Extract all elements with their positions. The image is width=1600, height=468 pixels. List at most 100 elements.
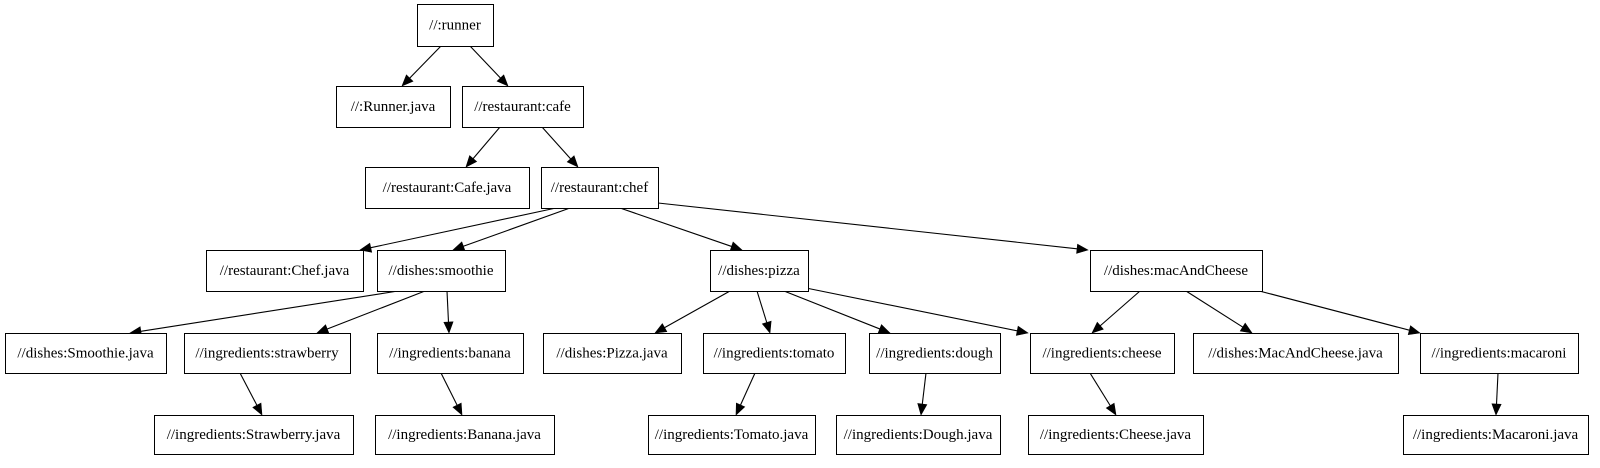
node-box xyxy=(5,333,167,374)
node-box xyxy=(462,86,584,128)
node-label: //:Runner.java xyxy=(351,99,436,115)
arrowhead-icon xyxy=(316,324,330,334)
edge-cheese-to-cheese_java xyxy=(1089,372,1117,416)
edge-line xyxy=(783,290,880,330)
edge-cafe-to-cafe_java xyxy=(465,126,501,168)
edge-line xyxy=(619,207,732,247)
graph-node-macaroni[interactable]: //ingredients:macaroni xyxy=(1420,333,1579,374)
node-box xyxy=(154,415,354,455)
edge-runner-to-cafe xyxy=(469,45,509,87)
edge-line xyxy=(463,207,571,247)
node-box xyxy=(1028,415,1204,455)
node-box xyxy=(1090,250,1263,292)
node-label: //dishes:Pizza.java xyxy=(556,345,668,361)
node-label: //restaurant:chef xyxy=(551,180,648,196)
graph-node-smoothie[interactable]: //dishes:smoothie xyxy=(377,250,506,292)
graph-node-banana_java[interactable]: //ingredients:Banana.java xyxy=(375,415,555,455)
arrowhead-icon xyxy=(1076,243,1089,254)
arrowhead-icon xyxy=(252,402,263,416)
node-box xyxy=(377,250,506,292)
graph-node-strawberry_java[interactable]: //ingredients:Strawberry.java xyxy=(154,415,354,455)
edge-strawberry-to-strawberry_java xyxy=(239,372,263,416)
graph-node-tomato_java[interactable]: //ingredients:Tomato.java xyxy=(648,415,816,455)
node-label: //ingredients:Cheese.java xyxy=(1040,427,1192,443)
node-box xyxy=(648,415,816,455)
graph-node-pizza_java[interactable]: //dishes:Pizza.java xyxy=(543,333,682,374)
arrowhead-icon xyxy=(443,321,454,334)
arrowhead-icon xyxy=(735,402,746,416)
arrowhead-icon xyxy=(877,324,891,334)
edge-line xyxy=(805,287,1018,332)
graph-node-strawberry[interactable]: //ingredients:strawberry xyxy=(184,333,351,374)
edge-line xyxy=(446,290,450,323)
graph-node-banana[interactable]: //ingredients:banana xyxy=(377,333,524,374)
arrowhead-icon xyxy=(1239,322,1253,334)
edge-line xyxy=(1089,372,1111,406)
node-box xyxy=(1030,333,1175,374)
arrowhead-icon xyxy=(917,403,928,416)
graph-node-dough_java[interactable]: //ingredients:Dough.java xyxy=(836,415,1001,455)
graph-node-chef[interactable]: //restaurant:chef xyxy=(541,167,659,209)
node-label: //ingredients:banana xyxy=(389,345,511,361)
edge-line xyxy=(1185,290,1244,328)
graph-node-cafe_java[interactable]: //restaurant:Cafe.java xyxy=(365,167,530,209)
node-label: //ingredients:Banana.java xyxy=(388,427,541,443)
graph-node-runner[interactable]: //:runner xyxy=(417,4,494,47)
edge-runner-to-runner_java xyxy=(401,45,442,87)
node-box xyxy=(1420,333,1579,374)
edge-line xyxy=(664,290,731,329)
node-label: //ingredients:macaroni xyxy=(1432,345,1567,361)
node-box xyxy=(184,333,351,374)
node-label: //ingredients:Dough.java xyxy=(844,427,993,443)
graph-node-mac_and_cheese[interactable]: //dishes:macAndCheese xyxy=(1090,250,1263,292)
edge-pizza-to-cheese xyxy=(805,287,1029,336)
arrowhead-icon xyxy=(359,242,373,253)
graph-node-runner_java[interactable]: //:Runner.java xyxy=(336,86,451,128)
edge-banana-to-banana_java xyxy=(440,372,463,416)
edge-line xyxy=(469,45,501,79)
graph-node-pizza[interactable]: //dishes:pizza xyxy=(710,250,809,292)
graph-node-dough[interactable]: //ingredients:dough xyxy=(869,333,1001,374)
edge-smoothie-to-banana xyxy=(443,290,454,334)
graph-node-macaroni_java[interactable]: //ingredients:Macaroni.java xyxy=(1403,415,1589,455)
edge-pizza-to-pizza_java xyxy=(654,290,731,334)
edge-pizza-to-dough xyxy=(783,290,891,334)
edge-chef-to-chef_java xyxy=(359,207,557,253)
graph-node-cafe[interactable]: //restaurant:cafe xyxy=(462,86,584,128)
edge-tomato-to-tomato_java xyxy=(735,372,756,416)
node-box xyxy=(206,250,364,292)
edge-line xyxy=(740,372,756,406)
graph-node-cheese[interactable]: //ingredients:cheese xyxy=(1030,333,1175,374)
edge-mac_and_cheese-to-cheese xyxy=(1091,290,1141,334)
node-label: //restaurant:Cafe.java xyxy=(383,180,512,196)
node-label: //ingredients:Tomato.java xyxy=(655,427,809,443)
edge-line xyxy=(657,202,1078,250)
edge-line xyxy=(440,372,458,406)
node-label: //restaurant:Chef.java xyxy=(220,263,350,279)
node-label: //ingredients:cheese xyxy=(1042,345,1161,361)
graph-node-cheese_java[interactable]: //ingredients:Cheese.java xyxy=(1028,415,1204,455)
arrowhead-icon xyxy=(452,402,463,416)
edge-line xyxy=(239,372,258,406)
graph-node-smoothie_java[interactable]: //dishes:Smoothie.java xyxy=(5,333,167,374)
node-box xyxy=(1193,333,1399,374)
edge-line xyxy=(921,372,927,405)
edge-layer xyxy=(129,45,1502,416)
node-box xyxy=(377,333,524,374)
graph-node-mac_cheese_java[interactable]: //dishes:MacAndCheese.java xyxy=(1193,333,1399,374)
graph-node-tomato[interactable]: //ingredients:tomato xyxy=(703,333,846,374)
arrowhead-icon xyxy=(1407,325,1421,336)
edge-cafe-to-chef xyxy=(541,126,579,168)
edge-line xyxy=(541,126,572,160)
node-box xyxy=(417,4,494,47)
arrowhead-icon xyxy=(729,241,743,252)
node-box xyxy=(543,333,682,374)
arrowhead-icon xyxy=(654,323,668,334)
edge-chef-to-pizza xyxy=(619,207,743,252)
graph-node-chef_java[interactable]: //restaurant:Chef.java xyxy=(206,250,364,292)
arrowhead-icon xyxy=(1491,403,1502,416)
node-box xyxy=(336,86,451,128)
node-label: //ingredients:tomato xyxy=(714,345,835,361)
edge-line xyxy=(140,290,399,332)
